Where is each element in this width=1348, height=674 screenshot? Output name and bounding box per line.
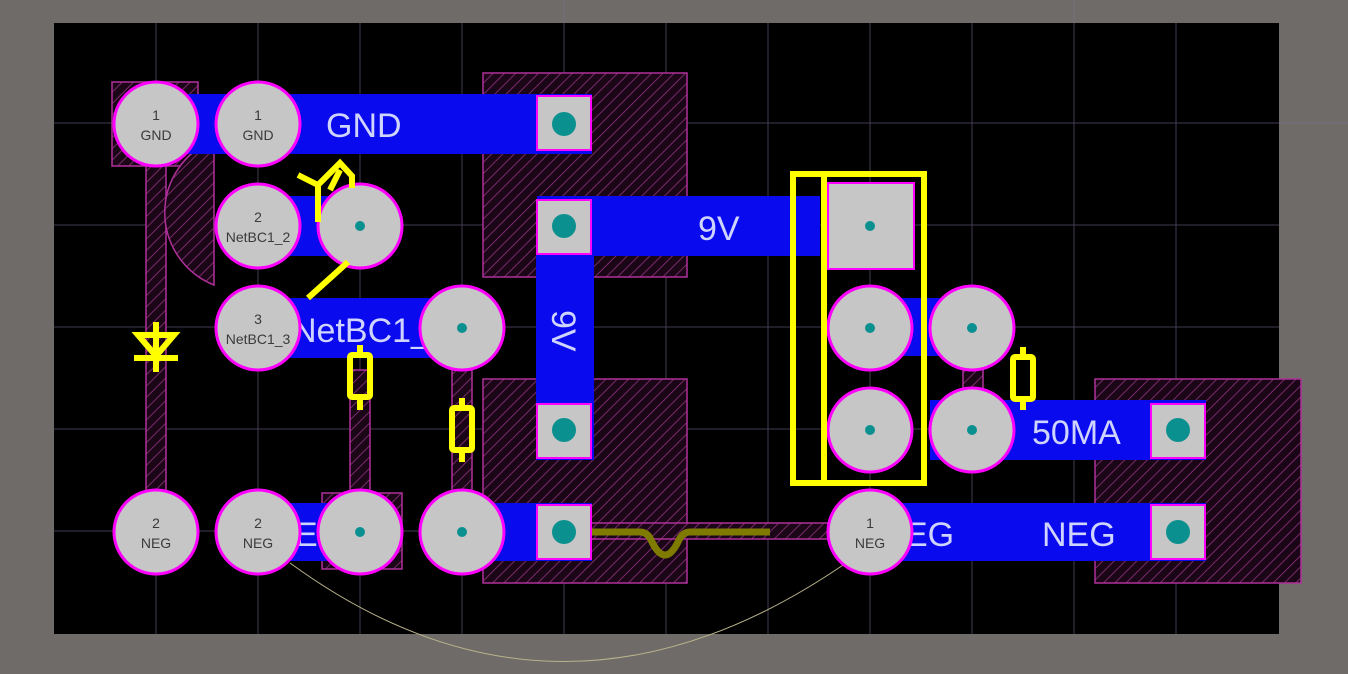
- pad-neg-right[interactable]: [826, 488, 914, 576]
- pad-label-num: 3: [254, 311, 262, 327]
- top-silkscreen: [131, 158, 1036, 486]
- square-pads[interactable]: [536, 95, 1206, 560]
- transistor-outline: [296, 158, 355, 301]
- pad-gnd-1[interactable]: [112, 80, 200, 168]
- trace-label-gnd: GND: [326, 107, 402, 145]
- pad-netbc1-3[interactable]: [214, 284, 302, 372]
- regulator-outline: [790, 171, 927, 486]
- bottom-silkscreen: [289, 528, 847, 662]
- pad-netbc1-2[interactable]: [214, 182, 302, 270]
- pad-label-num: 2: [254, 209, 262, 225]
- pad-label-net: NEG: [855, 535, 885, 551]
- pad-neg-1[interactable]: [112, 488, 200, 576]
- pad-label-num: 2: [152, 515, 160, 531]
- pad-neg-2[interactable]: [214, 488, 302, 576]
- pad-label-net: NEG: [243, 535, 273, 551]
- via-dots: [355, 112, 1190, 544]
- pad-square-neg-connector[interactable]: [536, 504, 592, 560]
- trace-label-9v-h: 9V: [698, 210, 740, 248]
- pad-label-net: NetBC1_3: [226, 331, 291, 347]
- pad-gnd-2[interactable]: [214, 80, 302, 168]
- trace-label-50ma: 50MA: [1032, 414, 1121, 452]
- pad-label-net: NEG: [141, 535, 171, 551]
- pad-labels: 1 GND 1 GND 2 NetBC1_2 3 NetBC1_3 2 NEG …: [140, 107, 885, 551]
- pad-label-num: 1: [866, 515, 874, 531]
- pad-label-net: GND: [140, 127, 171, 143]
- pad-label-num: 1: [254, 107, 262, 123]
- pad-label-net: NetBC1_2: [226, 229, 291, 245]
- pad-label-net: GND: [242, 127, 273, 143]
- pad-label-num: 1: [152, 107, 160, 123]
- pad-label-num: 2: [254, 515, 262, 531]
- trace-label-9v-v: 9V: [544, 310, 582, 352]
- trace-label-neg-right: NEG: [1042, 516, 1116, 554]
- trace-label-netbc: NetBC1_: [292, 312, 431, 350]
- diode-symbol: [131, 322, 181, 372]
